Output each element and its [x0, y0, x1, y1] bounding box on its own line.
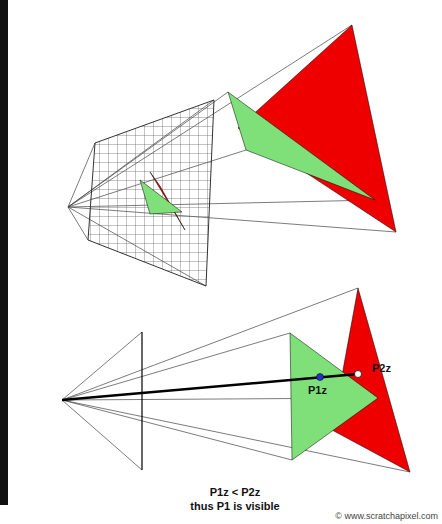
view-rays — [68, 25, 396, 286]
watermark: © www.scratchapixel.com — [335, 510, 438, 523]
image-plane — [88, 100, 214, 286]
point-label: P2z — [372, 362, 391, 375]
projected-green — [140, 180, 182, 214]
caption-line: thus P1 is visible — [190, 500, 279, 513]
p1-point — [317, 374, 324, 381]
p2-point — [355, 371, 362, 378]
side-rays — [62, 288, 410, 472]
green-triangle-side — [290, 333, 378, 460]
view-ray — [62, 374, 358, 400]
edge-strip — [0, 0, 8, 505]
green-triangle — [228, 92, 375, 200]
caption-line: P1z < P2z — [210, 486, 260, 499]
point-label: P1z — [308, 384, 327, 397]
